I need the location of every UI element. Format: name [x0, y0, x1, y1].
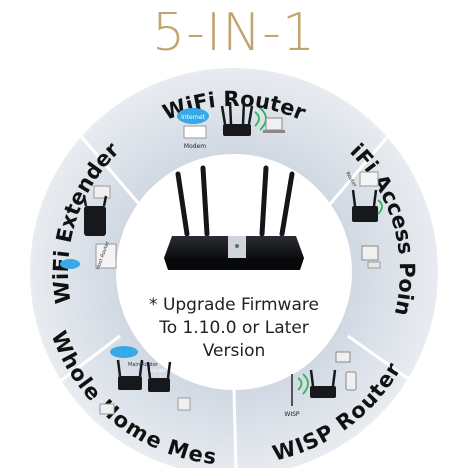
router-icon [310, 386, 336, 398]
router-icon [118, 376, 142, 390]
modem-label: Modem [184, 143, 206, 150]
modem-icon [183, 125, 207, 139]
wifi-waves-icon [377, 199, 383, 215]
cloud-icon [60, 259, 80, 269]
main-router-image [164, 165, 304, 270]
extender-illustration: Host Router [60, 185, 117, 271]
ring-center [116, 154, 352, 390]
mesh-illustration: Main Router Satellite [99, 346, 191, 415]
mesh-main-label: Main Router [128, 362, 159, 368]
cloud-label: Internet [181, 114, 205, 121]
wifi-router-illustration: Internet Modem [177, 101, 285, 150]
firmware-note: * Upgrade Firmware To 1.10.0 or Later Ve… [106, 294, 362, 363]
cloud-icon [110, 346, 138, 358]
cloud-icon [177, 108, 209, 124]
router-icon [148, 378, 170, 392]
router-icon [84, 206, 106, 236]
mesh-satellite-label: Satellite [150, 368, 167, 373]
firmware-note-line-2: To 1.10.0 or Later [159, 318, 309, 338]
page-title: 5-IN-1 [152, 3, 316, 63]
wisp-label: WISP [284, 411, 300, 418]
router-icon [352, 206, 378, 222]
firmware-note-line-3: Version [202, 341, 266, 361]
laptop-icon [265, 117, 283, 131]
phone-icon [345, 371, 357, 391]
laptop-icon [361, 245, 379, 261]
router-icon [223, 124, 251, 136]
wisp-illustration: WISP [284, 351, 357, 418]
ring-dividers [45, 127, 425, 468]
wifi-waves-icon [297, 373, 309, 395]
firmware-note-line-1: * Upgrade Firmware [149, 295, 319, 315]
laptop-icon [335, 351, 351, 363]
